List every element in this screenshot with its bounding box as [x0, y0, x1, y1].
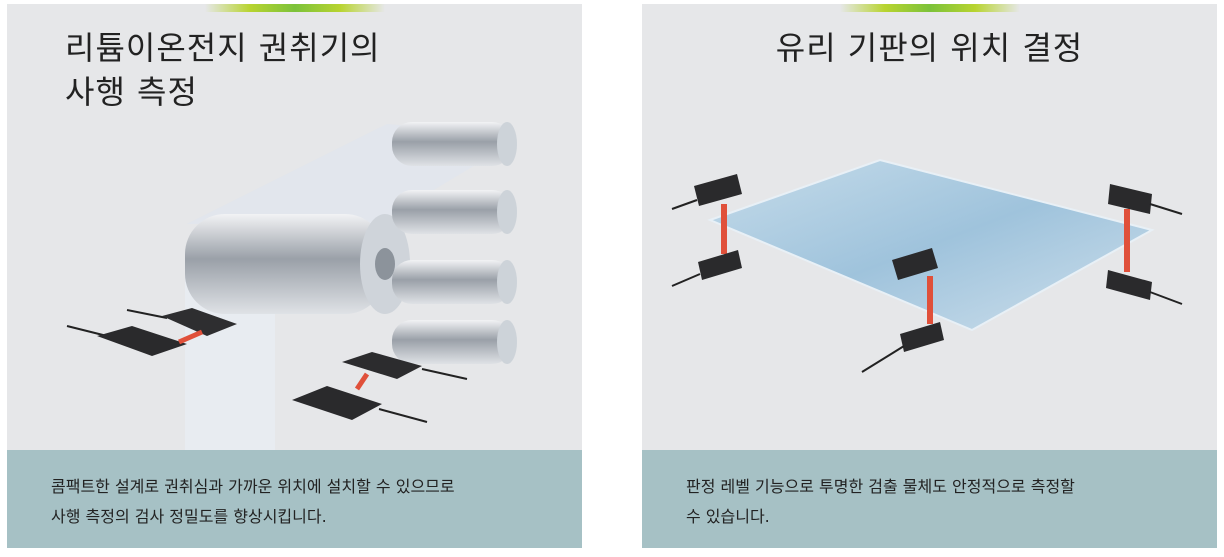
sensors [671, 174, 1183, 373]
caption-line-2: 수 있습니다. [686, 507, 770, 526]
panel-title: 유리 기판의 위치 결정 [775, 29, 1084, 67]
panel-title: 리튬이온전지 권취기의 사행 측정 [65, 26, 381, 114]
sensor-pair-left [66, 308, 237, 356]
glass-substrate [707, 158, 1155, 332]
panel-glass-substrate: 유리 기판의 위치 결정 판정 레벨 기능으로 투명한 검출 물체도 안정적으로 [642, 4, 1217, 548]
accent-bar [205, 4, 385, 12]
small-rollers [392, 122, 517, 364]
main-roller [185, 214, 385, 314]
title-line-2: 사행 측정 [65, 73, 198, 111]
caption-line-1: 콤팩트한 설계로 권취심과 가까운 위치에 설치할 수 있으므로 [51, 477, 455, 496]
glass-illustration [671, 158, 1183, 373]
title-line-1: 리튬이온전지 권취기의 [65, 29, 381, 67]
accent-bar [840, 4, 1020, 12]
panel-battery-winder: 리튬이온전지 권취기의 사행 측정 [7, 4, 582, 548]
winder-illustration [66, 122, 517, 450]
caption-line-2: 사행 측정의 검사 정밀도를 향상시킵니다. [51, 507, 327, 526]
caption-line-1: 판정 레벨 기능으로 투명한 검출 물체도 안정적으로 측정할 [686, 477, 1075, 496]
sensor-pair-right [292, 352, 468, 423]
